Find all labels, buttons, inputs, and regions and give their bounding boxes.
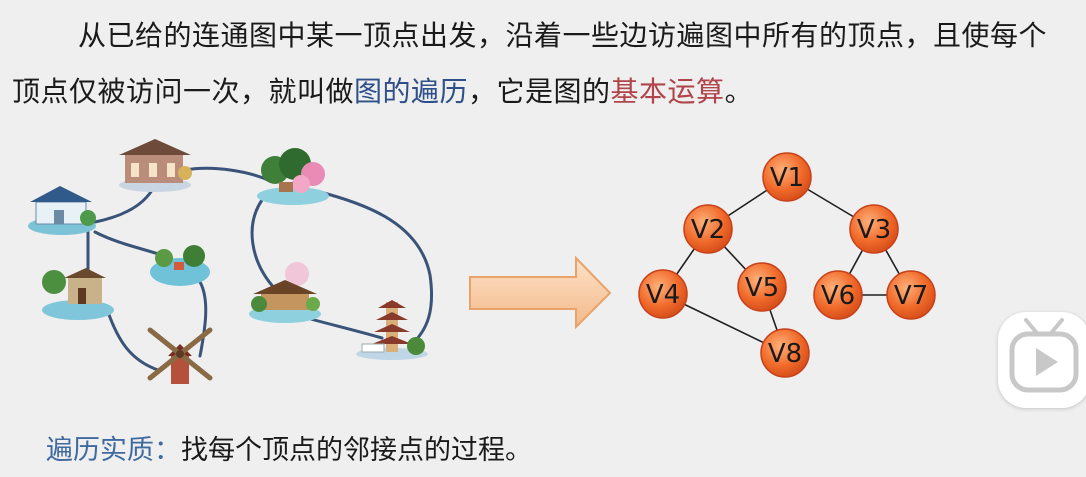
node-v3-label: V3 bbox=[857, 215, 891, 245]
node-v1-label: V1 bbox=[770, 163, 804, 193]
garden-landmark-icon bbox=[257, 148, 329, 205]
node-v8: V8 bbox=[760, 328, 810, 378]
map-edge bbox=[183, 166, 270, 182]
term-basic-operation: 基本运算 bbox=[610, 75, 725, 108]
graph-edges bbox=[662, 176, 912, 354]
node-v4-label: V4 bbox=[646, 280, 680, 310]
pond-landmark-icon bbox=[150, 245, 210, 286]
pavilion-landmark-icon bbox=[249, 262, 321, 323]
node-v8-label: V8 bbox=[768, 339, 802, 369]
map-edge bbox=[250, 198, 278, 292]
map-edge bbox=[198, 280, 208, 358]
node-v6: V6 bbox=[813, 270, 863, 320]
node-v6-label: V6 bbox=[821, 281, 855, 311]
essence-colon: ： bbox=[154, 435, 181, 466]
house-landmark-icon bbox=[28, 186, 96, 235]
node-v2: V2 bbox=[683, 204, 733, 254]
windmill-landmark-icon bbox=[147, 327, 213, 384]
essence-label: 遍历实质 bbox=[46, 435, 154, 466]
intro-paragraph: 从已给的连通图中某一顶点出发，沿着一些边访遍图中所有的顶点，且使每个顶点仅被访问… bbox=[12, 8, 1072, 120]
term-graph-traversal: 图的遍历 bbox=[354, 75, 469, 108]
essence-text: 找每个顶点的邻接点的过程。 bbox=[181, 435, 532, 466]
node-v5-label: V5 bbox=[745, 273, 779, 303]
node-v5: V5 bbox=[737, 262, 787, 312]
right-arrow-icon bbox=[469, 255, 612, 330]
node-v7-label: V7 bbox=[894, 281, 928, 311]
map-edge bbox=[318, 190, 434, 348]
paragraph-text-1: 从已给的连通图中某一顶点出发，沿着一些边访遍图中所有的顶点，且使每个顶点仅被访问… bbox=[12, 19, 1048, 108]
paragraph-text-2: ，它是图的 bbox=[468, 75, 611, 108]
node-v3: V3 bbox=[849, 204, 899, 254]
node-v7: V7 bbox=[886, 270, 936, 320]
node-v2-label: V2 bbox=[691, 215, 725, 245]
temple-landmark-icon bbox=[119, 139, 192, 192]
play-button[interactable] bbox=[998, 312, 1086, 408]
pagoda-landmark-icon bbox=[356, 300, 428, 360]
paragraph-text-3: 。 bbox=[724, 75, 754, 108]
node-v4: V4 bbox=[638, 269, 688, 319]
node-v1: V1 bbox=[762, 152, 812, 202]
gate-landmark-icon bbox=[42, 268, 114, 320]
traversal-essence-note: 遍历实质：找每个顶点的邻接点的过程。 bbox=[46, 428, 532, 467]
graph-nodes: V1 V2 V3 V4 V5 V6 V7 V8 bbox=[638, 152, 936, 378]
map-edge bbox=[106, 310, 160, 372]
play-button-icon bbox=[1009, 318, 1079, 393]
